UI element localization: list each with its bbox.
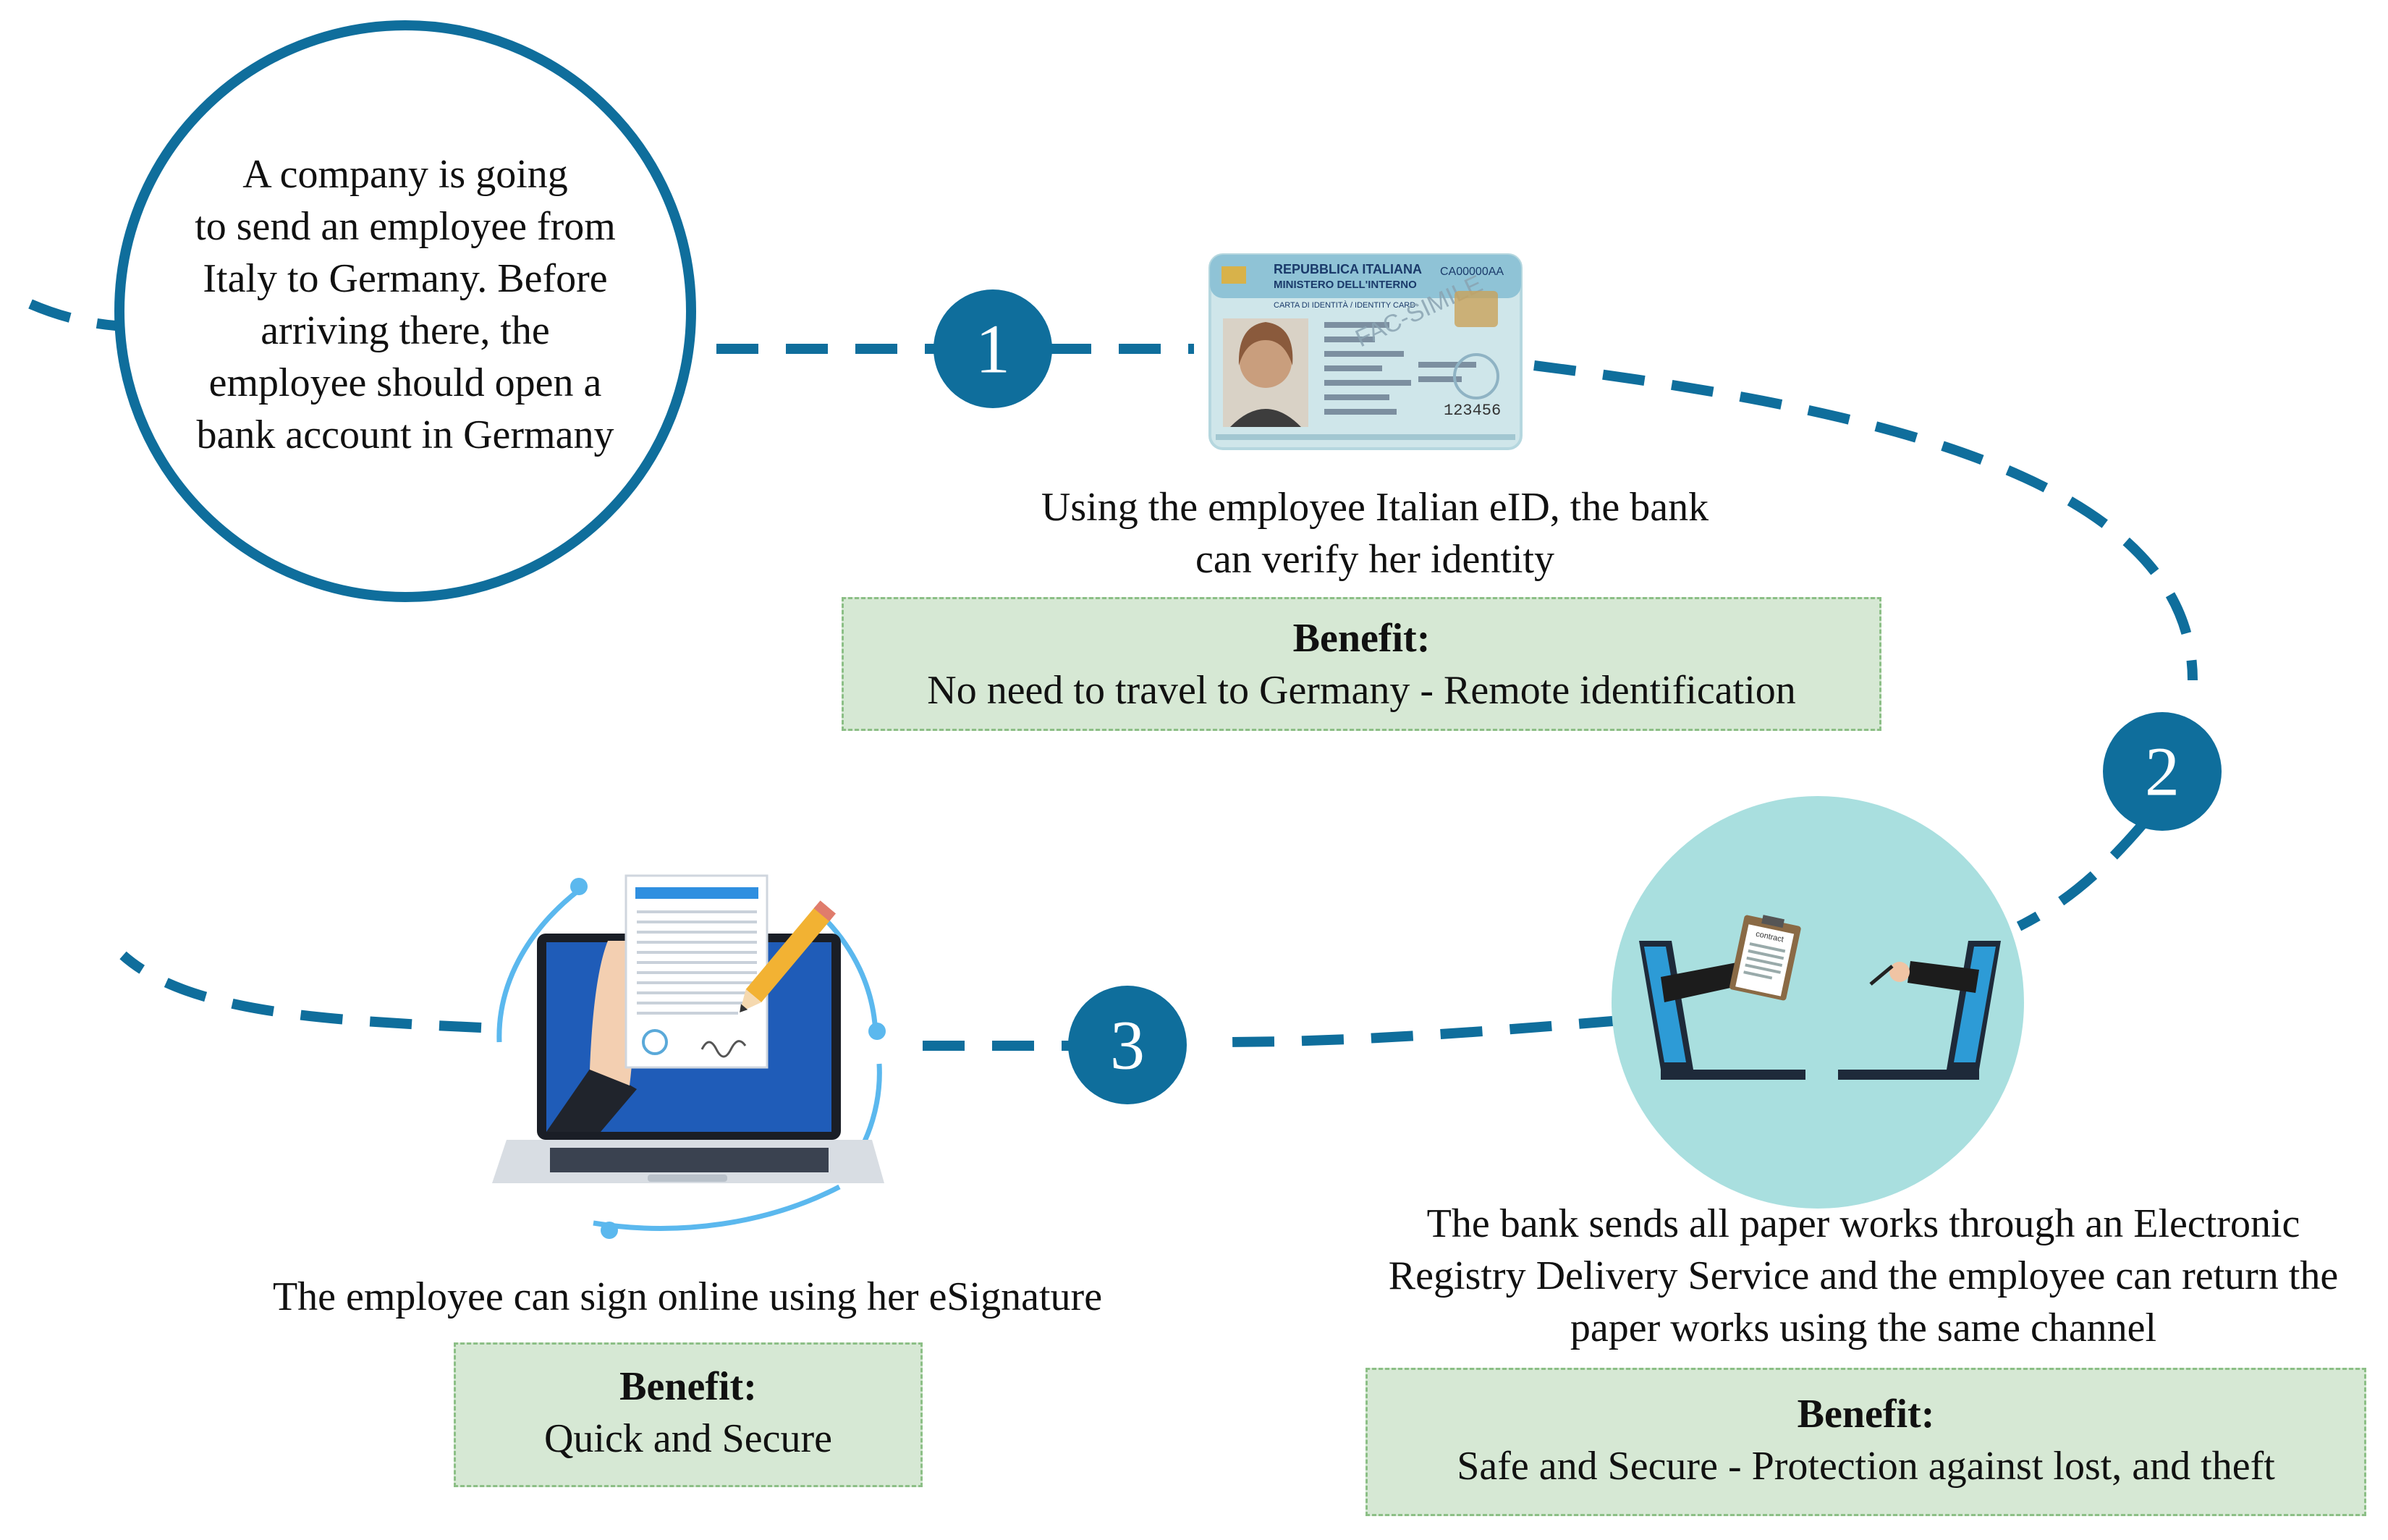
document-exchange-illustration: contract: [1612, 796, 2024, 1209]
benefit-text: No need to travel to Germany - Remote id…: [927, 668, 1796, 713]
step-3-description: The employee can sign online using her e…: [272, 1274, 1103, 1319]
step-3-number: 3: [1110, 1007, 1145, 1084]
step-3-badge: 3: [1068, 986, 1187, 1104]
step-2-benefit-box: Benefit: Safe and Secure - Protection ag…: [1366, 1368, 2366, 1516]
id-card-image: REPUBBLICA ITALIANA MINISTERO DELL'INTER…: [1208, 253, 1523, 450]
benefit-text: Quick and Secure: [543, 1416, 833, 1461]
step-2-badge: 2: [2103, 712, 2222, 831]
esignature-laptop-illustration: [492, 874, 886, 1239]
step-2-description: The bank sends all paper works through a…: [1388, 1201, 2339, 1350]
step-1-description: Using the employee Italian eID, the bank…: [1041, 485, 1709, 582]
svg-text:CA00000AA: CA00000AA: [1440, 266, 1504, 278]
benefit-title: Benefit:: [1797, 1392, 1935, 1437]
intro-circle: [114, 20, 696, 602]
svg-text:MINISTERO DELL'INTERNO: MINISTERO DELL'INTERNO: [1274, 279, 1417, 291]
svg-text:123456: 123456: [1444, 402, 1501, 420]
intro-text: A company is going to send an employee f…: [195, 152, 616, 457]
benefit-text: Safe and Secure - Protection against los…: [1457, 1444, 2275, 1489]
benefit-title: Benefit:: [1292, 616, 1431, 661]
step-1-badge: 1: [933, 289, 1052, 408]
svg-text:REPUBBLICA ITALIANA: REPUBBLICA ITALIANA: [1274, 262, 1422, 276]
step-2-number: 2: [2145, 733, 2180, 811]
svg-text:CARTA DI IDENTITÀ / IDENTITY C: CARTA DI IDENTITÀ / IDENTITY CARD: [1274, 300, 1415, 310]
step-3-benefit-box: Benefit: Quick and Secure: [454, 1342, 923, 1487]
step-1-number: 1: [975, 310, 1010, 388]
benefit-title: Benefit:: [619, 1364, 757, 1409]
flow-path: [28, 299, 2198, 1051]
step-1-benefit-box: Benefit: No need to travel to Germany - …: [842, 597, 1881, 731]
